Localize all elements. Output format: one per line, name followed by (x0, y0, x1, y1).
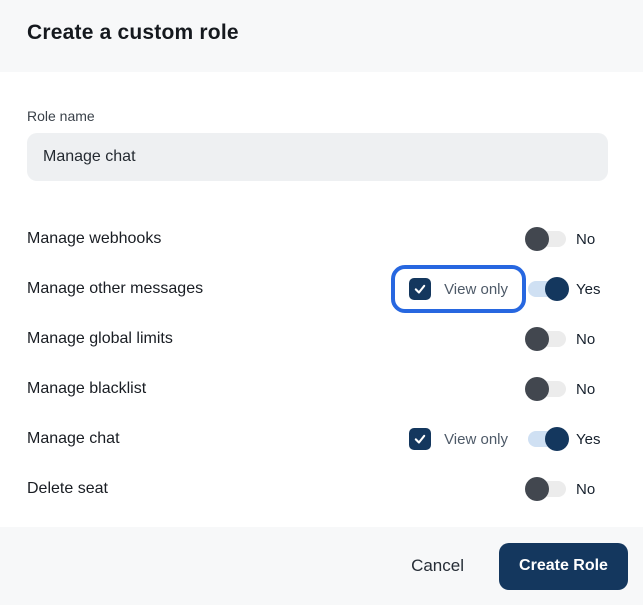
permission-row: Manage blacklist No (27, 364, 616, 414)
permission-label: Delete seat (27, 480, 108, 497)
view-only-label: View only (444, 280, 508, 298)
toggle-knob (525, 377, 549, 401)
toggle[interactable] (525, 477, 566, 501)
create-role-button[interactable]: Create Role (499, 542, 628, 590)
permission-label: Manage chat (27, 430, 120, 447)
toggle[interactable] (525, 327, 566, 351)
toggle-state-label: No (576, 230, 596, 248)
permission-row: Manage webhooks No (27, 214, 616, 264)
toggle-knob (545, 277, 569, 301)
dialog-title: Create a custom role (27, 21, 239, 44)
dialog-header: Create a custom role (0, 0, 643, 72)
role-name-label: Role name (27, 108, 95, 124)
toggle-knob (545, 427, 569, 451)
permission-label: Manage webhooks (27, 230, 162, 247)
permission-row: Manage other messages View only Yes (27, 264, 616, 314)
permission-label: Manage other messages (27, 280, 204, 297)
dialog-body: Role name Manage webhooks No Manage othe… (0, 72, 643, 527)
view-only-checkbox[interactable] (409, 428, 432, 450)
toggle-state-label: Yes (576, 280, 601, 298)
permission-row: Delete seat No (27, 464, 616, 514)
view-only-label: View only (444, 430, 508, 448)
toggle-knob (525, 477, 549, 501)
toggle-group: No (525, 477, 616, 501)
toggle-state-label: No (576, 330, 596, 348)
checkmark-icon (414, 284, 426, 294)
permissions-list: Manage webhooks No Manage other messages… (27, 214, 616, 514)
toggle-group: Yes (528, 427, 616, 451)
role-name-input[interactable] (27, 133, 608, 181)
view-only-group: View only (391, 415, 526, 463)
cancel-button[interactable]: Cancel (407, 548, 468, 584)
toggle[interactable] (528, 277, 569, 301)
permission-row: Manage global limits No (27, 314, 616, 364)
toggle-group: No (525, 327, 616, 351)
toggle-group: No (525, 377, 616, 401)
dialog-footer: Cancel Create Role (0, 527, 643, 605)
view-only-group: View only (391, 265, 526, 313)
toggle[interactable] (525, 377, 566, 401)
toggle[interactable] (528, 427, 569, 451)
toggle-knob (525, 327, 549, 351)
toggle-state-label: Yes (576, 430, 601, 448)
toggle-state-label: No (576, 380, 596, 398)
toggle-group: Yes (528, 277, 616, 301)
toggle-state-label: No (576, 480, 596, 498)
toggle[interactable] (525, 227, 566, 251)
toggle-group: No (525, 227, 616, 251)
permission-label: Manage global limits (27, 330, 173, 347)
permission-label: Manage blacklist (27, 380, 147, 397)
permission-row: Manage chat View only Yes (27, 414, 616, 464)
view-only-checkbox[interactable] (409, 278, 432, 300)
toggle-knob (525, 227, 549, 251)
checkmark-icon (414, 434, 426, 444)
